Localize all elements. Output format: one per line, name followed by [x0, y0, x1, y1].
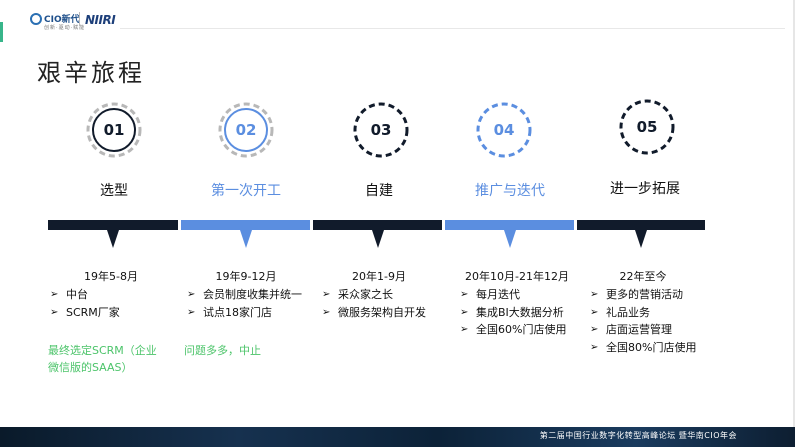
stage-2-note: 问题多多，中止: [184, 344, 261, 357]
stage-5-number: 05: [636, 118, 658, 136]
stage-2-number: 02: [235, 121, 257, 139]
stage-3-circle: 03: [353, 102, 409, 158]
stage-1-note-line-2: 微信版的SAAS）: [48, 361, 133, 374]
arrow-bullet-icon: ➢: [590, 289, 599, 300]
stage-3-label: 自建: [365, 183, 393, 199]
timeline-bar-1: [48, 220, 178, 230]
stage-5-label: 进一步拓展: [610, 181, 680, 197]
cio-logo-mark-icon: [30, 13, 42, 25]
footer-text: 第二届中国行业数字化转型高峰论坛 暨华南CIO年会: [539, 431, 737, 440]
arrow-bullet-icon: ➢: [187, 306, 196, 318]
stage-4-label: 推广与迭代: [475, 183, 545, 199]
stage-5-period: 22年至今: [619, 270, 667, 283]
cio-logo: CIO新代 创新·驱动·赋能: [30, 10, 84, 34]
logo-divider: [79, 12, 80, 26]
arrow-bullet-icon: ➢: [590, 341, 599, 353]
arrow-bullet-icon: ➢: [322, 306, 331, 318]
list-item-text: 全国80%门店使用: [606, 340, 697, 354]
timeline-bar-3: [313, 220, 442, 230]
list-item-text: 店面运营管理: [606, 323, 672, 336]
list-item: ➢ 采众家之长: [322, 286, 426, 304]
stage-5-items: ➢ 更多的营销活动 ➢ 礼品业务 ➢ 店面运营管理 ➢ 全国80%门店使用: [590, 286, 696, 356]
stage-4-ring-icon: [476, 102, 532, 158]
timeline-pointer-2: [240, 230, 252, 248]
arrow-bullet-icon: ➢: [590, 324, 599, 335]
stage-3-ring-icon: [353, 102, 409, 158]
timeline-pointer-5: [635, 230, 647, 248]
stage-4-number: 04: [493, 121, 515, 139]
timeline-bar-2: [181, 220, 310, 230]
stage-3-items: ➢ 采众家之长 ➢ 微服务架构自开发: [322, 286, 426, 321]
cio-logo-text: CIO新代: [44, 15, 80, 25]
list-item: ➢ 全国80%门店使用: [590, 339, 696, 357]
arrow-bullet-icon: ➢: [50, 306, 59, 318]
stage-2-items: ➢ 会员制度收集并统一 ➢ 试点18家门店: [187, 286, 302, 321]
left-accent-bar: [0, 22, 3, 42]
list-item: ➢ 更多的营销活动: [590, 286, 696, 304]
header-rule: [120, 28, 785, 29]
stage-1-items: ➢ 中台 ➢ SCRM厂家: [50, 286, 120, 321]
stage-1-period: 19年5-8月: [84, 270, 138, 283]
list-item-text: 中台: [66, 288, 88, 301]
list-item: ➢ 店面运营管理: [590, 321, 696, 339]
stage-3-period: 20年1-9月: [352, 270, 406, 283]
list-item-text: 试点18家门店: [203, 305, 272, 319]
list-item: ➢ 中台: [50, 286, 120, 304]
stage-1-label: 选型: [100, 183, 128, 199]
stage-1-circle: 01: [86, 102, 142, 158]
list-item: ➢ 集成BI大数据分析: [460, 304, 566, 322]
list-item-text: 每月迭代: [476, 288, 520, 301]
stage-2-circle: 02: [218, 102, 274, 158]
timeline-pointer-3: [372, 230, 384, 248]
right-edge: [793, 0, 795, 447]
list-item-text: 微服务架构自开发: [338, 305, 426, 319]
stage-2-period: 19年9-12月: [215, 270, 277, 283]
arrow-bullet-icon: ➢: [460, 324, 469, 335]
stage-1-note-line-1: 最终选定SCRM（企业: [48, 344, 157, 357]
arrow-bullet-icon: ➢: [460, 289, 469, 300]
stage-4-items: ➢ 每月迭代 ➢ 集成BI大数据分析 ➢ 全国60%门店使用: [460, 286, 566, 339]
arrow-bullet-icon: ➢: [460, 306, 469, 318]
stage-4-period: 20年10月-21年12月: [465, 270, 569, 283]
stage-3-number: 03: [370, 121, 392, 139]
stage-1-ring-icon: [86, 102, 142, 158]
list-item: ➢ 礼品业务: [590, 304, 696, 322]
list-item-text: 礼品业务: [606, 305, 650, 319]
list-item-text: 全国60%门店使用: [476, 323, 567, 336]
arrow-bullet-icon: ➢: [322, 289, 331, 300]
arrow-bullet-icon: ➢: [50, 289, 59, 300]
arrow-bullet-icon: ➢: [590, 306, 599, 318]
stage-2-label: 第一次开工: [211, 183, 281, 199]
timeline-bar-5: [577, 220, 705, 230]
niiri-logo-text: NIIRI: [85, 13, 116, 27]
niiri-logo: NIIRI: [85, 9, 119, 27]
list-item-text: 会员制度收集并统一: [203, 288, 302, 301]
stage-1-note: 最终选定SCRM（企业 微信版的SAAS）: [48, 342, 157, 376]
footer-banner: 第二届中国行业数字化转型高峰论坛 暨华南CIO年会: [0, 427, 795, 447]
stage-4-circle: 04: [476, 102, 532, 158]
arrow-bullet-icon: ➢: [187, 289, 196, 300]
list-item: ➢ 试点18家门店: [187, 304, 302, 322]
stage-1-number: 01: [103, 121, 125, 139]
list-item-text: 集成BI大数据分析: [476, 305, 564, 319]
stage-2-ring-icon: [218, 102, 274, 158]
list-item: ➢ 每月迭代: [460, 286, 566, 304]
stage-5-ring-icon: [619, 99, 675, 155]
cio-logo-subtext: 创新·驱动·赋能: [44, 25, 86, 31]
timeline-bar-4: [445, 220, 574, 230]
list-item-text: SCRM厂家: [66, 305, 120, 319]
list-item: ➢ 全国60%门店使用: [460, 321, 566, 339]
stage-5-circle: 05: [619, 99, 675, 155]
list-item-text: 采众家之长: [338, 288, 393, 301]
page-title: 艰辛旅程: [37, 59, 145, 87]
list-item: ➢ SCRM厂家: [50, 304, 120, 322]
timeline-pointer-4: [504, 230, 516, 248]
list-item-text: 更多的营销活动: [606, 288, 683, 301]
timeline-pointer-1: [107, 230, 119, 248]
list-item: ➢ 会员制度收集并统一: [187, 286, 302, 304]
list-item: ➢ 微服务架构自开发: [322, 304, 426, 322]
